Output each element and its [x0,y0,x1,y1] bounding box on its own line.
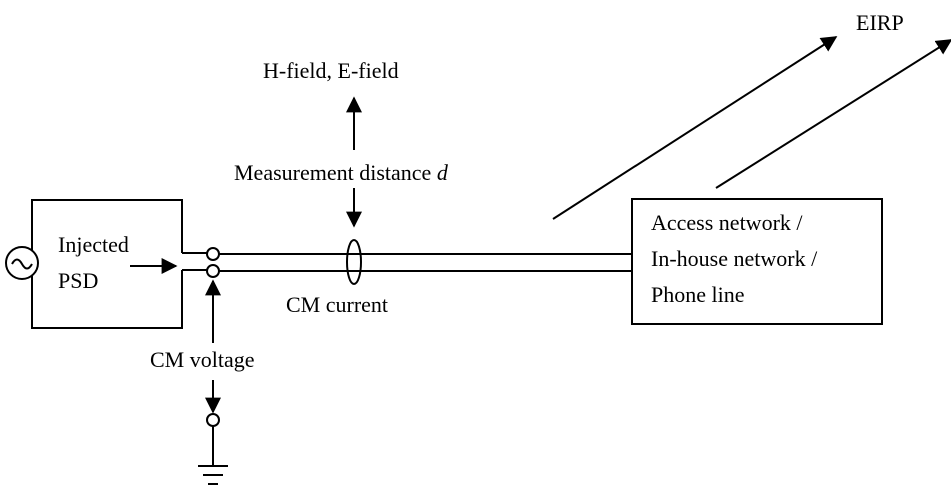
ground-terminal [206,413,220,427]
cm-current-label: CM current [286,292,389,317]
upper-terminal [206,247,220,261]
measurement-distance-label: Measurement distance d [234,160,448,186]
sine-wave-icon [11,258,33,270]
measurement-distance-text: Measurement distance [234,160,432,185]
psd-label: PSD [58,268,99,293]
lower-terminal [206,264,220,278]
eirp-arrow-1 [552,36,838,220]
network-label-line1: Access network / [651,210,803,235]
ground-icon [198,465,228,485]
injected-label: Injected [58,232,129,257]
source-box [31,199,183,329]
eirp-label: EIRP [856,10,904,35]
fields-label: H-field, E-field [263,58,399,83]
network-label-line3: Phone line [651,282,745,307]
network-label-line2: In-house network / [651,246,818,271]
network-box [631,198,883,325]
cm-current-clamp [346,239,362,285]
cm-voltage-label: CM voltage [150,347,255,372]
eirp-arrow-2 [715,39,951,189]
distance-symbol: d [436,160,448,185]
